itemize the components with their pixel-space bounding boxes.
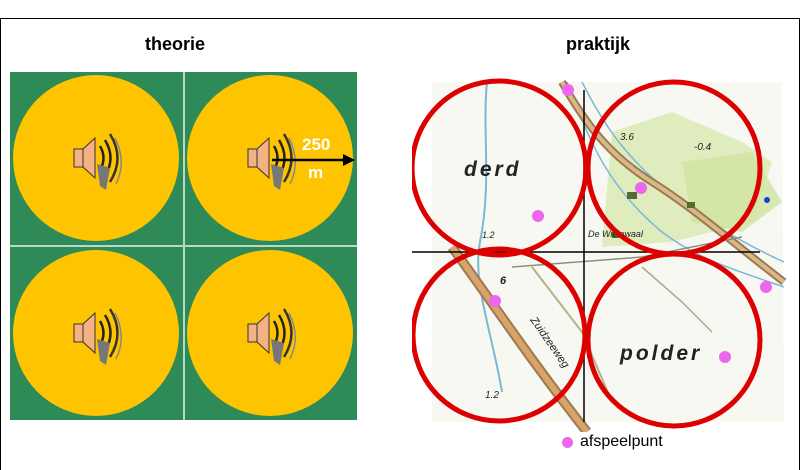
playback-point <box>635 182 647 194</box>
coverage-circle-top-right <box>187 75 353 241</box>
building <box>687 202 695 208</box>
radius-label-unit: m <box>308 163 323 182</box>
map-label-height: -0.4 <box>694 142 712 153</box>
road-zuidzeeweg-fill <box>449 245 590 432</box>
heading-practice: praktijk <box>566 34 631 54</box>
range-circle-bottom-left <box>412 246 588 424</box>
map-label-height: 1.2 <box>482 230 495 240</box>
radius-label-value: 250 <box>302 135 330 154</box>
cropped-title-text <box>140 0 146 13</box>
road-upper-fill <box>560 81 786 284</box>
minor-road <box>511 236 743 268</box>
arrowhead-icon <box>343 154 355 166</box>
map-label-derd: derd <box>464 158 522 181</box>
theory-diagram: 250 m <box>10 72 357 420</box>
minor-road <box>531 266 613 403</box>
legend-label: afspeelpunt <box>580 433 663 450</box>
playback-point-icon <box>562 437 573 448</box>
range-circle-bottom-right <box>585 251 763 429</box>
playback-point <box>760 281 772 293</box>
map-label-height: 3.6 <box>620 132 634 143</box>
map-label-height: 6 <box>500 275 507 287</box>
practice-map: derd polder Zuidzeeweg De Wielewaal 3.6 … <box>412 72 792 432</box>
blue-marker <box>764 197 770 203</box>
playback-point <box>489 295 501 307</box>
heading-theory: theorie <box>145 34 206 54</box>
building <box>612 232 619 238</box>
playback-point <box>719 351 731 363</box>
building <box>627 192 637 199</box>
green-field <box>682 152 782 232</box>
coverage-circle-top-left <box>13 75 179 241</box>
playback-point <box>532 210 544 222</box>
coverage-circle-bottom-left <box>13 250 179 416</box>
waterway <box>477 81 503 393</box>
map-label-height: 1.2 <box>485 390 499 401</box>
playback-point <box>562 84 574 96</box>
coverage-circle-bottom-right <box>187 250 353 416</box>
cropped-title <box>0 0 800 18</box>
map-label-polder: polder <box>619 342 702 365</box>
minor-road <box>641 266 713 333</box>
